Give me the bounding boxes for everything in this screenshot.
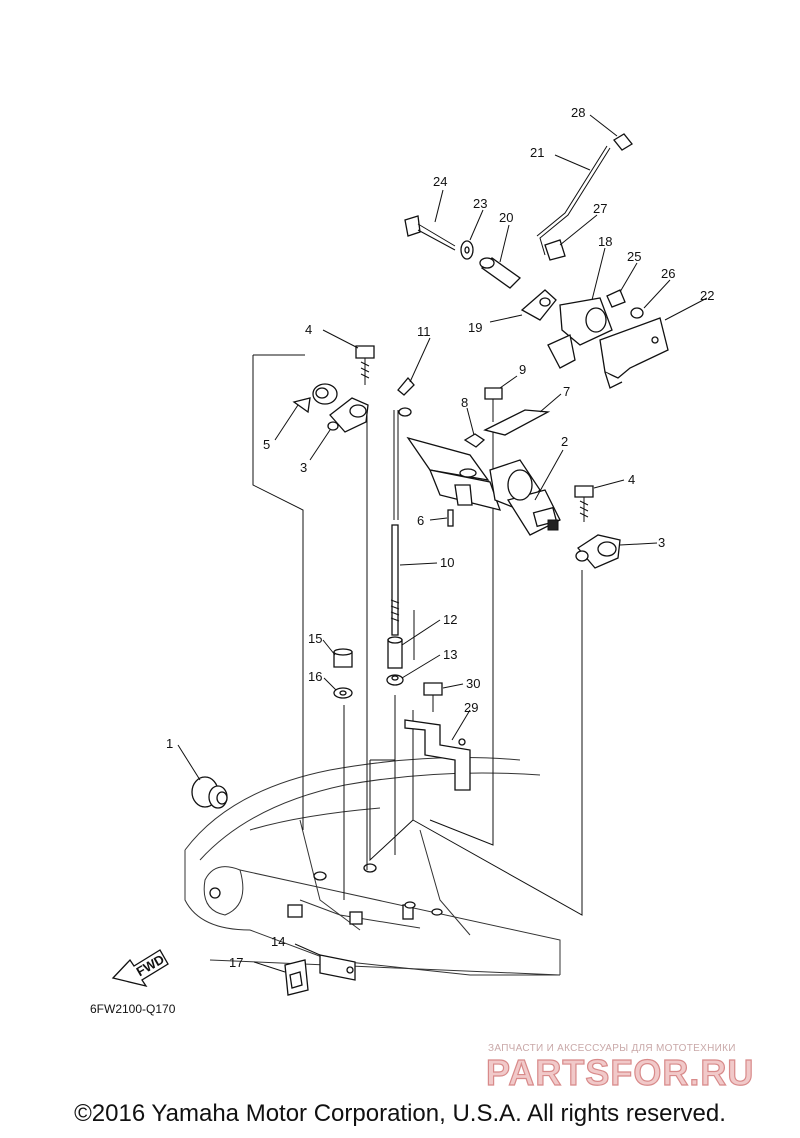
callout-leader-lines (177, 114, 708, 973)
part-1-grommet (191, 776, 228, 809)
callout-9: 9 (519, 362, 526, 377)
callout-8: 8 (461, 395, 468, 410)
part-22-bracket (599, 317, 669, 389)
callout-10: 10 (440, 555, 454, 570)
callout-5: 5 (263, 437, 270, 452)
part-4-bolt-left (355, 345, 375, 385)
callout-20: 20 (499, 210, 513, 225)
part-3-clamp-right (575, 534, 621, 569)
callout-23: 23 (473, 196, 487, 211)
callout-7: 7 (563, 384, 570, 399)
callout-3-left: 3 (300, 460, 307, 475)
callout-11: 11 (417, 324, 431, 339)
part-13-nut (386, 674, 404, 686)
part-30-bolt (423, 682, 443, 712)
watermark-tagline: ЗАПЧАСТИ И АКСЕССУАРЫ ДЛЯ МОТОТЕХНИКИ (488, 1043, 736, 1054)
callout-30: 30 (466, 676, 480, 691)
part-29-bracket (404, 719, 471, 791)
part-14-bracket (319, 954, 356, 981)
watermark-brand: PARTSFOR.RU (485, 1051, 755, 1093)
callout-16: 16 (308, 669, 322, 684)
part-19-link (520, 289, 557, 321)
part-24-bolt (404, 215, 456, 251)
part-11-rod-clip (393, 376, 415, 520)
part-16-washer (333, 687, 353, 699)
callout-28: 28 (571, 105, 585, 120)
part-20-collar (479, 257, 522, 289)
part-17-clip (284, 959, 309, 996)
callout-12: 12 (443, 612, 457, 627)
callout-13: 13 (443, 647, 457, 662)
part-15-bolt (333, 648, 353, 668)
part-9-bolt (484, 387, 503, 422)
callout-25: 25 (627, 249, 641, 264)
fwd-arrow-icon: FWD (111, 949, 169, 988)
part-4-bolt-right (574, 485, 594, 522)
callout-2: 2 (561, 434, 568, 449)
callout-21: 21 (530, 145, 544, 160)
part-10-shift-rod (390, 524, 400, 636)
part-12-coupling (387, 636, 403, 669)
diagram-code: 6FW2100-Q170 (90, 1002, 176, 1016)
part-25-screw (606, 289, 626, 308)
lower-casing-outline (184, 757, 561, 976)
part-28-cap (613, 133, 633, 151)
part-23-washer (460, 240, 474, 260)
callout-6: 6 (417, 513, 424, 528)
copyright-notice: ©2016 Yamaha Motor Corporation, U.S.A. A… (74, 1100, 726, 1127)
callout-14: 14 (271, 934, 285, 949)
callout-24: 24 (433, 174, 447, 189)
callout-17: 17 (229, 955, 243, 970)
callout-19: 19 (468, 320, 482, 335)
callout-29: 29 (464, 700, 478, 715)
callout-4-left: 4 (305, 322, 312, 337)
callout-22: 22 (700, 288, 714, 303)
part-26-washer (630, 307, 644, 319)
callout-3-right: 3 (658, 535, 665, 550)
callout-26: 26 (661, 266, 675, 281)
part-2-shift-lever-assembly (406, 436, 561, 536)
assembly-reference-lines (252, 354, 583, 916)
part-8-nut (463, 433, 486, 448)
part-5-bushing (292, 383, 338, 414)
callout-1: 1 (166, 736, 173, 751)
callout-27: 27 (593, 201, 607, 216)
part-6-pin (447, 509, 454, 527)
callout-4-right: 4 (628, 472, 635, 487)
part-18-lever (547, 297, 613, 369)
part-3-clamp-left (327, 397, 369, 433)
callout-labels: 1 2 3 3 4 4 5 6 7 8 9 10 11 12 13 14 15 … (166, 105, 714, 970)
callout-18: 18 (598, 234, 612, 249)
part-21-throttle-rod (536, 145, 611, 256)
part-7-plate (483, 409, 551, 436)
callout-15: 15 (308, 631, 322, 646)
